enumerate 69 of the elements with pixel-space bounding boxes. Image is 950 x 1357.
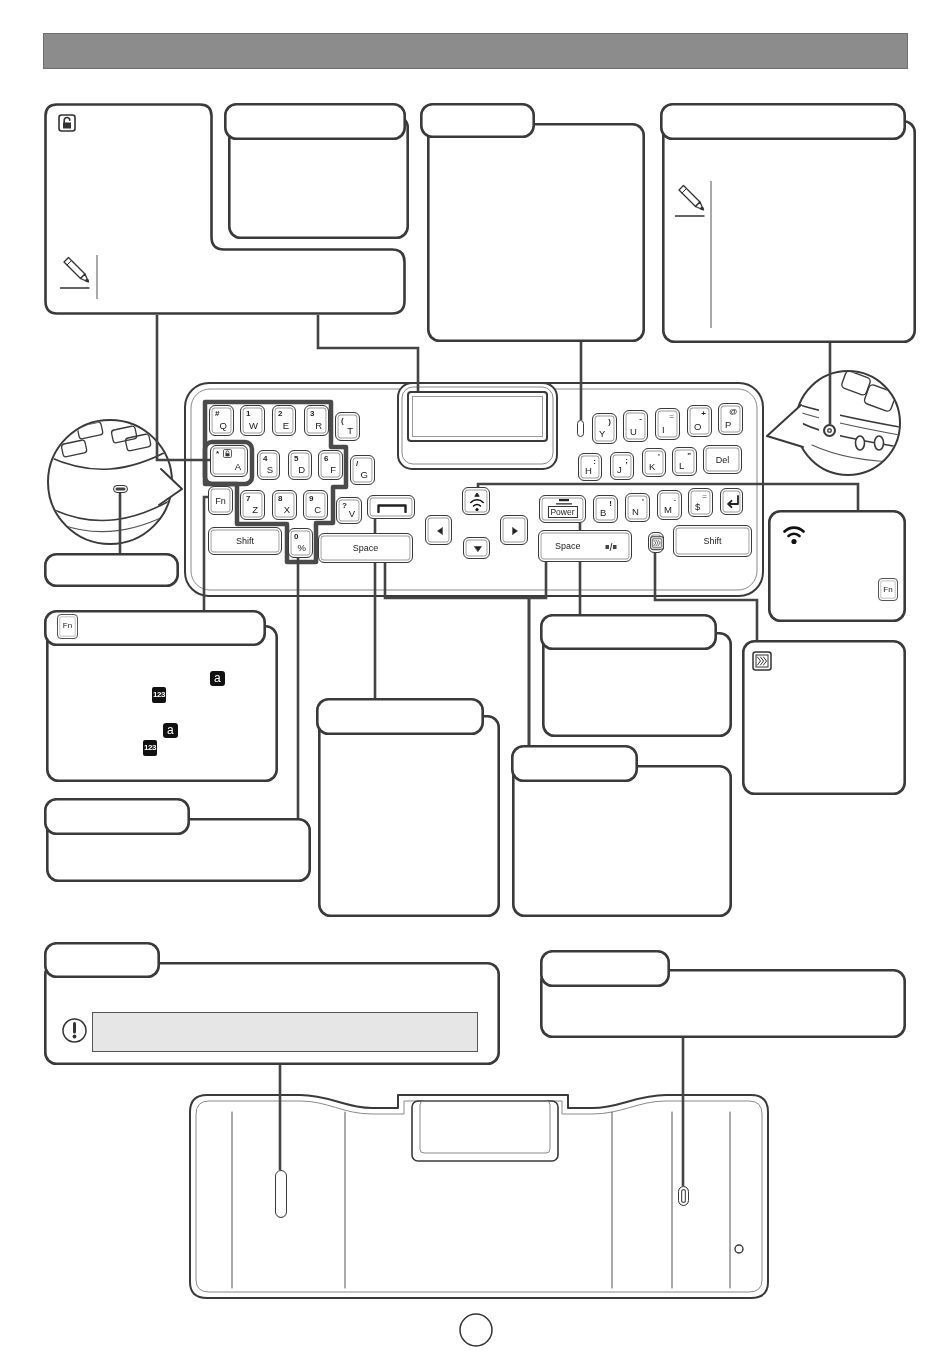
key-label: 4 (263, 454, 268, 463)
input-mode-label: a (210, 671, 225, 686)
key-label: Y (599, 428, 606, 439)
key-label: W (249, 420, 258, 431)
key-symbol: Fn (57, 614, 78, 639)
key-label: ' (642, 497, 644, 506)
key-label: V (348, 508, 355, 519)
key-label: X (283, 504, 290, 515)
key-label: 7 (246, 494, 251, 503)
key-label: 3 (310, 409, 315, 418)
key-label: / (356, 459, 359, 468)
key-label: T (347, 425, 353, 436)
input-mode-label: 123 (143, 740, 157, 756)
key-label: D (298, 464, 305, 475)
key-label: K (649, 461, 656, 472)
key-label: N (632, 506, 639, 517)
key-label: : (593, 457, 596, 466)
key-label: F (330, 464, 336, 475)
key-label: " (687, 451, 691, 460)
key-label: ( (341, 416, 344, 425)
key-label: G (360, 469, 368, 480)
key-label: . (673, 494, 676, 503)
key-label: Fn (215, 495, 226, 506)
key-label: M (664, 504, 672, 515)
key-label: - (639, 414, 642, 423)
key-label: Q (219, 420, 227, 431)
key-label: # (215, 409, 220, 418)
key-label: E (282, 420, 289, 431)
key-label: ) (608, 417, 611, 426)
key-label: = (702, 492, 707, 501)
key-label: Shift (236, 535, 254, 547)
key-label: Space (555, 540, 581, 552)
key-label: R (315, 420, 322, 431)
key-label: Del (715, 454, 730, 465)
key-label: % (297, 542, 306, 553)
key-label: ; (625, 456, 628, 465)
key-label: H (585, 465, 592, 476)
key-label: = (669, 412, 674, 421)
key-label: B (600, 507, 607, 518)
key-label: L (679, 460, 685, 471)
key-label: 9 (309, 494, 314, 503)
key-label: C (314, 504, 321, 515)
key-label: S (266, 464, 273, 475)
key-label: $ (695, 501, 701, 512)
key-label: 8 (278, 494, 283, 503)
key-label: I (662, 424, 665, 435)
key-label: 2 (278, 409, 283, 418)
key-label: 0 (294, 532, 299, 541)
key-label: U (630, 426, 637, 437)
key-label: A (234, 461, 241, 472)
key-label: Z (252, 504, 258, 515)
key-label: J (617, 464, 622, 475)
input-mode-label: 123 (152, 687, 166, 703)
key-label: 5 (294, 454, 299, 463)
key-label: O (694, 421, 702, 432)
key-symbol: Fn (878, 578, 898, 601)
key-label: ' (658, 452, 660, 461)
key-label: ! (609, 499, 612, 508)
key-label: 6 (324, 454, 329, 463)
key-label: Space (352, 542, 379, 554)
key-label: @ (729, 407, 737, 416)
key-label: P (725, 419, 732, 430)
key-label: 1 (246, 409, 251, 418)
key-label: Power (547, 506, 578, 518)
key-label: ? (342, 501, 347, 510)
key-label: * (216, 449, 220, 458)
key-label: + (701, 409, 706, 418)
key-label: Shift (703, 535, 722, 547)
input-mode-label: a (163, 723, 178, 738)
